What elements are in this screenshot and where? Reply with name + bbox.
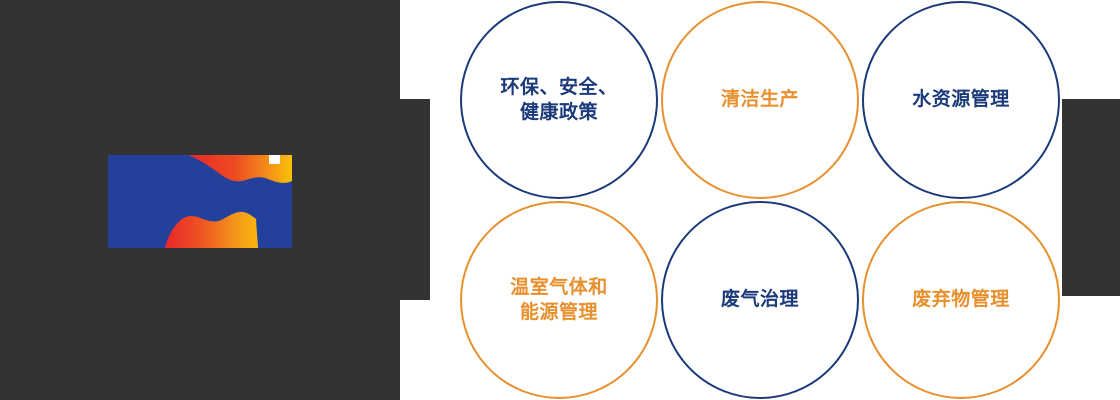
circle-item-6[interactable]: 废弃物管理 [862,201,1060,399]
circle-label-3: 水资源管理 [912,89,1010,111]
circle-label-6: 废弃物管理 [912,289,1010,311]
circle-label-4: 温室气体和 能源管理 [510,276,608,323]
company-logo [108,155,292,248]
circle-item-5[interactable]: 废气治理 [661,201,859,399]
circle-item-4[interactable]: 温室气体和 能源管理 [460,201,658,399]
backdrop-panel-left-top [0,0,400,99]
circle-item-1[interactable]: 环保、安全、 健康政策 [460,1,658,199]
circle-label-5: 废气治理 [720,289,799,311]
circle-item-2[interactable]: 清洁生产 [661,1,859,199]
circle-cluster: 环保、安全、 健康政策 清洁生产 水资源管理 温室气体和 能源管理 废气治理 废… [460,0,1080,400]
circle-item-3[interactable]: 水资源管理 [862,1,1060,199]
circle-label-1: 环保、安全、 健康政策 [500,76,618,123]
backdrop-panel-left-bottom [0,300,400,400]
backdrop-panel-right [1062,99,1120,296]
circle-label-2: 清洁生产 [720,89,799,111]
